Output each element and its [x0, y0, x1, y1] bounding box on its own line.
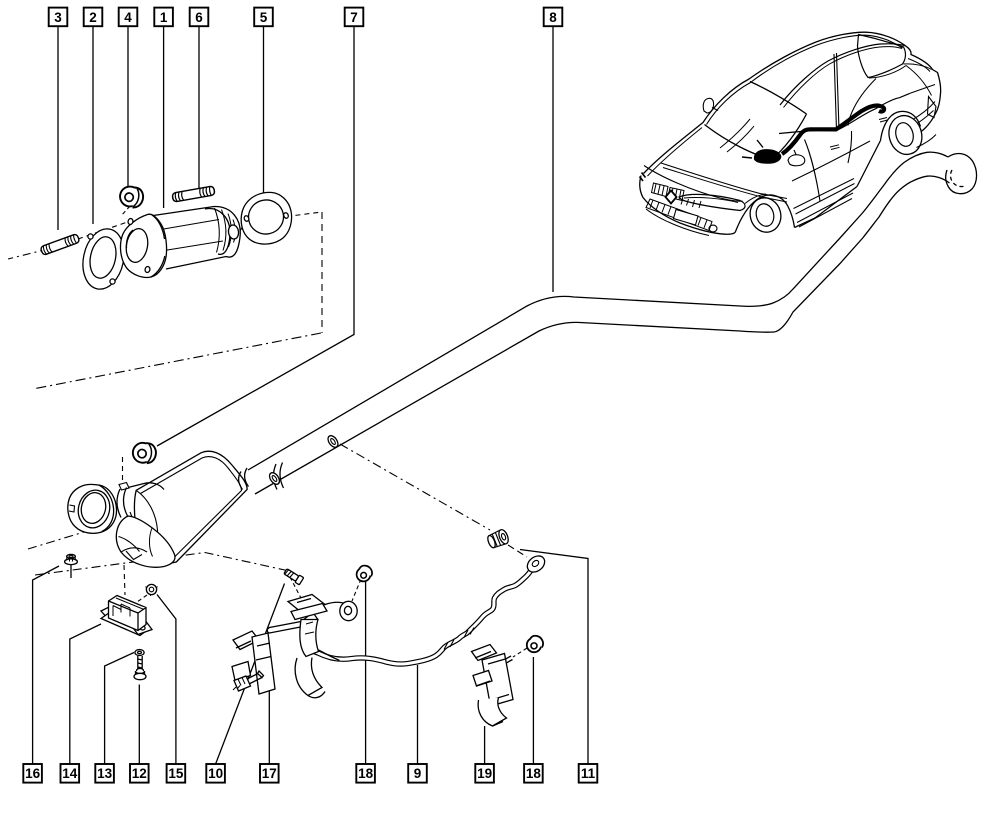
svg-text:15: 15	[168, 766, 184, 781]
svg-text:16: 16	[25, 766, 41, 781]
svg-text:12: 12	[132, 766, 147, 781]
svg-text:5: 5	[260, 10, 268, 25]
svg-text:7: 7	[350, 10, 358, 25]
svg-text:9: 9	[414, 766, 422, 781]
svg-text:3: 3	[54, 10, 62, 25]
svg-text:18: 18	[358, 766, 374, 781]
svg-text:17: 17	[262, 766, 277, 781]
svg-text:11: 11	[581, 766, 596, 781]
svg-text:14: 14	[62, 766, 78, 781]
svg-text:10: 10	[208, 766, 223, 781]
svg-text:19: 19	[477, 766, 492, 781]
svg-text:4: 4	[124, 10, 132, 25]
svg-text:13: 13	[97, 766, 113, 781]
svg-text:6: 6	[195, 10, 203, 25]
svg-text:1: 1	[160, 10, 168, 25]
svg-text:8: 8	[549, 10, 557, 25]
svg-text:18: 18	[526, 766, 542, 781]
svg-text:2: 2	[89, 10, 97, 25]
